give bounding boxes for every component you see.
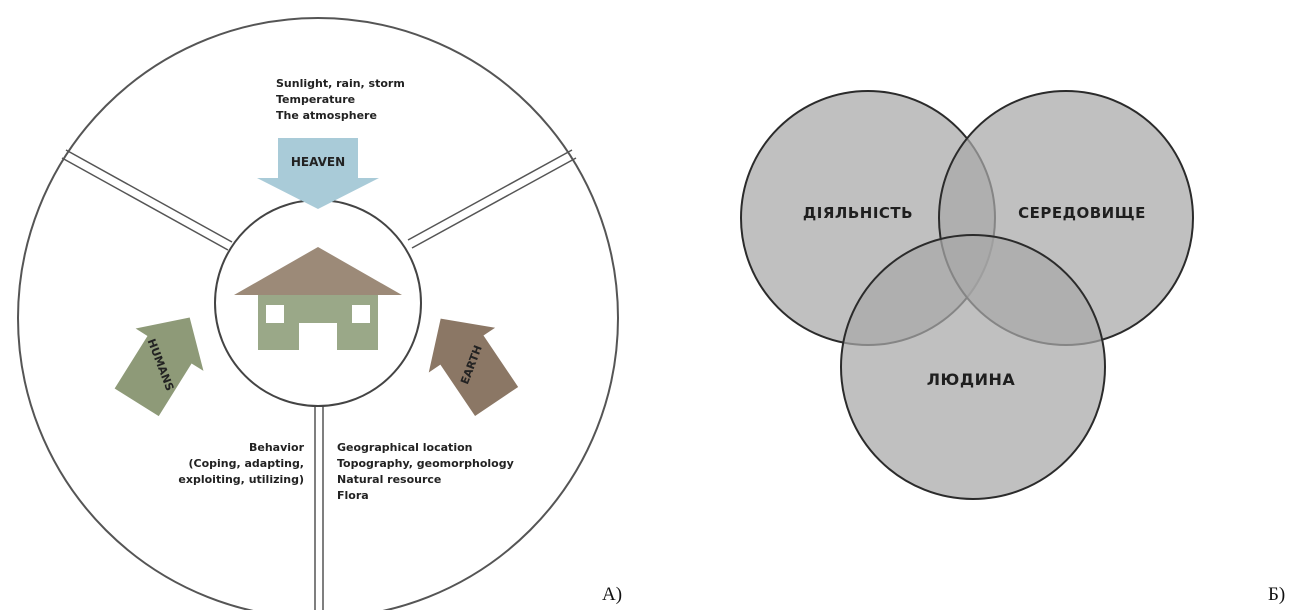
house-door (299, 323, 337, 350)
venn-label-environment: СЕРЕДОВИЩЕ (1018, 204, 1146, 222)
divider-right (407, 149, 577, 249)
divider-left (61, 149, 233, 251)
panel-b-label: Б) (1268, 584, 1285, 605)
humans-line-2: (Coping, adapting, (188, 457, 304, 470)
earth-line-1: Geographical location (337, 441, 472, 454)
divider-bottom (314, 393, 324, 610)
venn-label-activity: ДІЯЛЬНІСТЬ (803, 204, 913, 222)
earth-line-3: Natural resource (337, 473, 441, 486)
heaven-line-3: The atmosphere (276, 109, 377, 122)
house-window-left (266, 305, 284, 323)
humans-line-1: Behavior (249, 441, 305, 454)
earth-line-4: Flora (337, 489, 369, 502)
house-window-right (352, 305, 370, 323)
heaven-line-1: Sunlight, rain, storm (276, 77, 405, 90)
heaven-arrow-label: HEAVEN (291, 155, 345, 169)
house-roof (234, 247, 402, 295)
heaven-arrow-shape (257, 138, 379, 209)
venn-circle-human (840, 234, 1106, 500)
panel-b: ДІЯЛЬНІСТЬ СЕРЕДОВИЩЕ ЛЮДИНА Б) (740, 90, 1285, 605)
house-icon (234, 247, 402, 350)
panel-a-label: А) (602, 584, 622, 605)
venn-label-human: ЛЮДИНА (927, 370, 1016, 389)
humans-arrow: HUMANS (114, 317, 204, 417)
earth-arrow: EARTH (428, 318, 519, 417)
humans-arrow-shape (114, 317, 204, 417)
heaven-arrow: HEAVEN (257, 138, 379, 209)
panel-a: HEAVEN Sunlight, rain, storm Temperature… (17, 17, 622, 610)
heaven-text: Sunlight, rain, storm Temperature The at… (276, 77, 405, 122)
heaven-line-2: Temperature (276, 93, 355, 106)
humans-line-3: exploiting, utilizing) (178, 473, 304, 486)
earth-arrow-shape (428, 318, 519, 417)
earth-line-2: Topography, geomorphology (337, 457, 514, 470)
humans-text: Behavior (Coping, adapting, exploiting, … (178, 441, 304, 486)
earth-text: Geographical location Topography, geomor… (337, 441, 514, 502)
